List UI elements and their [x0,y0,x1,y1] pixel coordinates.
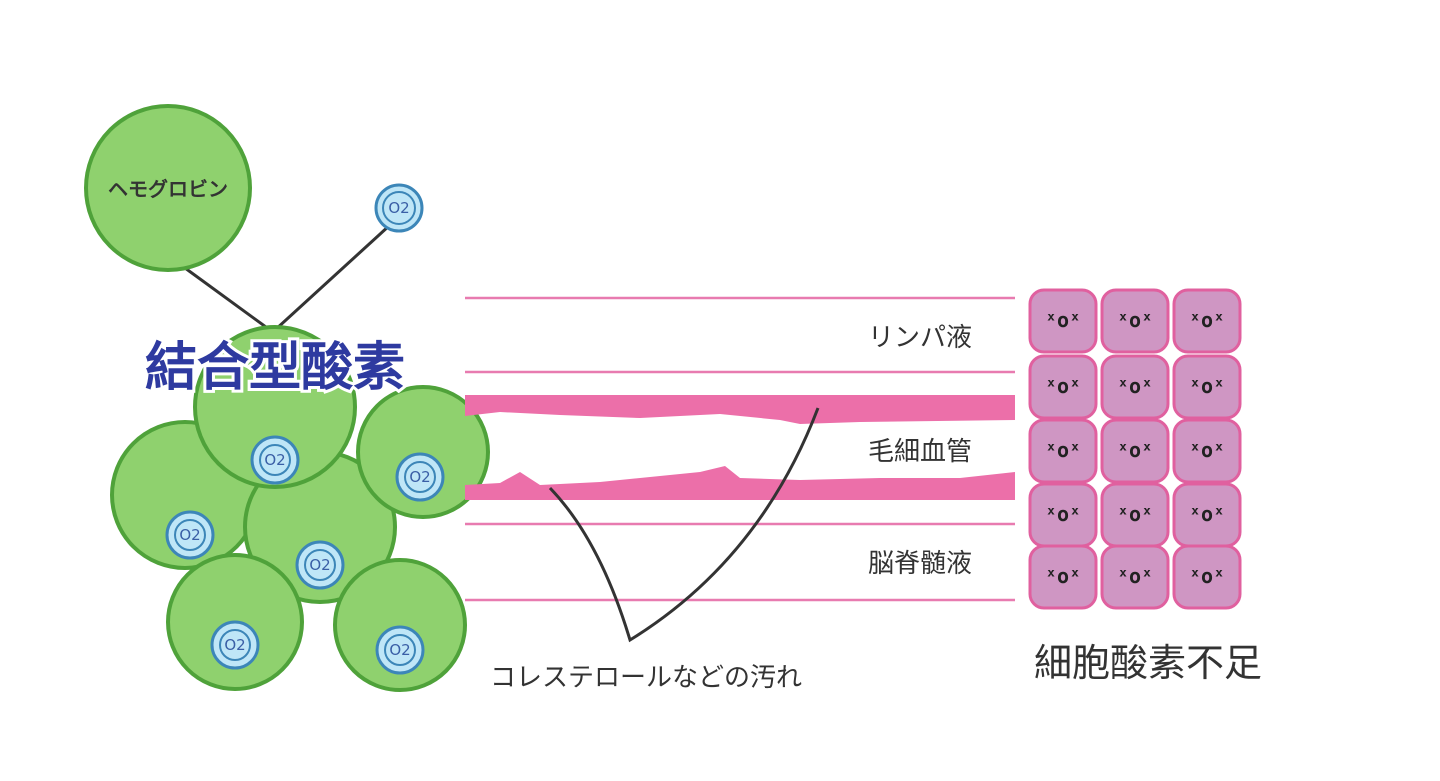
cell-grid: ˣoˣ ˣoˣ ˣoˣ ˣoˣ ˣoˣ ˣoˣ ˣoˣ ˣoˣ ˣoˣ ˣoˣ ˣoˣ ˣoˣ ˣoˣ ˣ… [1028,288,1242,610]
starved-cell: ˣoˣ [1028,354,1098,420]
starved-cell: ˣoˣ [1100,354,1170,420]
bound-oxygen-title: 結合型酸素 [145,337,405,398]
starved-cell-body [1028,544,1098,610]
starved-cell-face: ˣoˣ [1189,374,1225,398]
dirt-pointer [548,407,820,643]
starved-cell-body [1172,288,1242,354]
free-oxygen-inner-circle [382,191,416,225]
starved-cell-face: ˣoˣ [1045,438,1081,462]
starved-cell-face: ˣoˣ [1189,438,1225,462]
starved-cell: ˣoˣ [1172,544,1242,610]
starved-cell: ˣoˣ [1172,288,1242,354]
free-oxygen-label: O2 [388,199,409,217]
starved-cell: ˣoˣ [1028,288,1098,354]
bound-oxygen-inner-circle [384,634,416,666]
cluster-sphere [333,558,467,692]
starved-cell-face: ˣoˣ [1189,564,1225,588]
starved-cell-face: ˣoˣ [1117,308,1153,332]
layer-label-lymph: リンパ液 [868,323,972,353]
starved-cell-body [1100,418,1170,484]
bound-oxygen-molecule: O2 [295,540,345,590]
bound-oxygen-circle [375,625,425,675]
starved-cell: ˣoˣ [1100,288,1170,354]
capillary-lower-wall [465,466,1015,500]
bound-oxygen-molecule: O2 [165,510,215,560]
starved-cell: ˣoˣ [1100,482,1170,548]
hemoglobin-connector-line [184,266,271,332]
oxygen-connector-line [273,223,392,332]
bound-oxygen-circle [210,620,260,670]
hemoglobin-label: ヘモグロビン [108,177,228,201]
bound-oxygen-molecule: O2 [375,625,425,675]
bound-oxygen-inner-circle [404,461,436,493]
bound-oxygen-molecule: O2 [250,435,300,485]
bound-oxygen-inner-circle [259,444,291,476]
starved-cell-body [1100,354,1170,420]
hemoglobin-bubble: ヘモグロビン [84,104,252,272]
starved-cell-body [1028,418,1098,484]
tissue-layers: リンパ液 毛細血管 脳脊髄液 [465,296,1015,602]
starved-cell: ˣoˣ [1100,418,1170,484]
bound-oxygen-label: O2 [264,451,285,469]
starved-cell-face: ˣoˣ [1189,308,1225,332]
starved-cell: ˣoˣ [1100,544,1170,610]
cluster-sphere [356,385,490,519]
starved-cell: ˣoˣ [1172,354,1242,420]
free-oxygen-molecule: O2 [374,183,424,233]
layer-label-capillary: 毛細血管 [868,437,972,467]
bound-oxygen-label: O2 [309,556,330,574]
starved-cell-face: ˣoˣ [1045,374,1081,398]
starved-cell-body [1172,354,1242,420]
starved-cell: ˣoˣ [1172,418,1242,484]
starved-cell-face: ˣoˣ [1045,564,1081,588]
starved-cell: ˣoˣ [1172,482,1242,548]
bound-oxygen-circle [295,540,345,590]
bound-oxygen-label: O2 [179,526,200,544]
cluster-sphere [193,325,357,489]
bound-oxygen-molecule: O2 [210,620,260,670]
bound-oxygen-circle [395,452,445,502]
starved-cell: ˣoˣ [1028,544,1098,610]
layer-label-cerebrospinal: 脳脊髄液 [868,549,972,579]
bound-oxygen-inner-circle [219,629,251,661]
starved-cell-face: ˣoˣ [1117,438,1153,462]
starved-cell: ˣoˣ [1028,482,1098,548]
starved-cell-body [1028,288,1098,354]
starved-cell: ˣoˣ [1028,418,1098,484]
starved-cell-face: ˣoˣ [1189,502,1225,526]
starved-cell-face: ˣoˣ [1117,564,1153,588]
starved-cell-face: ˣoˣ [1045,502,1081,526]
capillary-upper-wall [465,395,1015,424]
starved-cell-body [1172,544,1242,610]
bound-oxygen-circle [165,510,215,560]
starved-cell-face: ˣoˣ [1117,502,1153,526]
bound-oxygen-label: O2 [409,468,430,486]
bound-oxygen-cluster: O2 O2 O2 O2 O2 O2 [110,325,490,692]
hemoglobin-circle [84,104,252,272]
starved-cell-body [1100,544,1170,610]
bound-oxygen-label: O2 [389,641,410,659]
bound-oxygen-inner-circle [174,519,206,551]
bound-oxygen-circle [250,435,300,485]
cell-deficiency-title: 細胞酸素不足 [1034,641,1262,685]
starved-cell-face: ˣoˣ [1117,374,1153,398]
starved-cell-body [1172,418,1242,484]
starved-cell-face: ˣoˣ [1045,308,1081,332]
bound-oxygen-molecule: O2 [395,452,445,502]
bound-oxygen-label: O2 [224,636,245,654]
bound-oxygen-inner-circle [304,549,336,581]
dirt-label: コレステロールなどの汚れ [490,663,802,693]
starved-cell-body [1028,354,1098,420]
starved-cell-body [1100,288,1170,354]
